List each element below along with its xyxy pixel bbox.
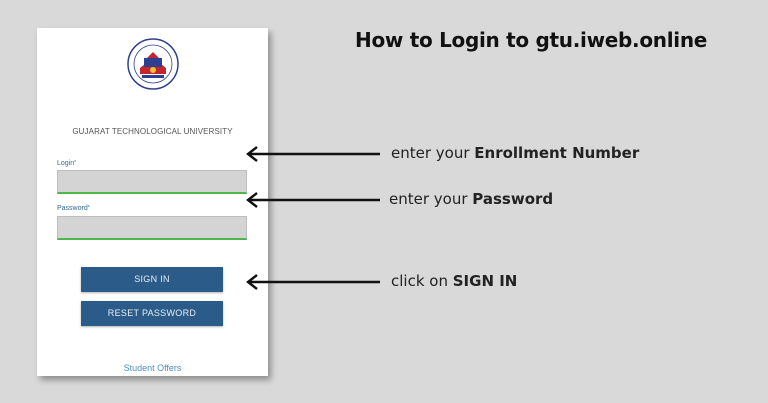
login-label-text: Login (57, 160, 75, 167)
password-label: Password* (57, 205, 90, 212)
login-hint: enter your Enrollment Number (391, 144, 639, 162)
login-hint-prefix: enter your (391, 144, 475, 162)
page-title: How to Login to gtu.iweb.online (355, 28, 708, 52)
password-hint: enter your Password (389, 190, 553, 208)
login-required-mark: * (74, 160, 77, 166)
sign-in-button[interactable]: SIGN IN (81, 267, 223, 292)
arrow-password-icon (246, 192, 380, 208)
password-required-mark: * (87, 205, 90, 211)
password-label-text: Password (57, 205, 88, 212)
arrow-login-icon (246, 146, 380, 162)
password-hint-prefix: enter your (389, 190, 473, 208)
gtu-seal-icon (127, 38, 179, 90)
reset-password-button[interactable]: RESET PASSWORD (81, 301, 223, 326)
login-card: GUJARAT TECHNOLOGICAL UNIVERSITY Login* … (37, 28, 268, 376)
password-hint-bold: Password (472, 190, 554, 208)
student-offers-link[interactable]: Student Offers (123, 363, 182, 373)
password-input[interactable] (57, 216, 247, 240)
signin-hint-prefix: click on (391, 272, 453, 290)
university-name: GUJARAT TECHNOLOGICAL UNIVERSITY (72, 127, 233, 136)
signin-hint-bold: SIGN IN (452, 272, 518, 290)
login-hint-bold: Enrollment Number (474, 144, 640, 162)
signin-hint: click on SIGN IN (391, 272, 517, 290)
arrow-signin-icon (246, 274, 380, 290)
login-input[interactable] (57, 170, 247, 194)
login-label: Login* (57, 160, 76, 167)
